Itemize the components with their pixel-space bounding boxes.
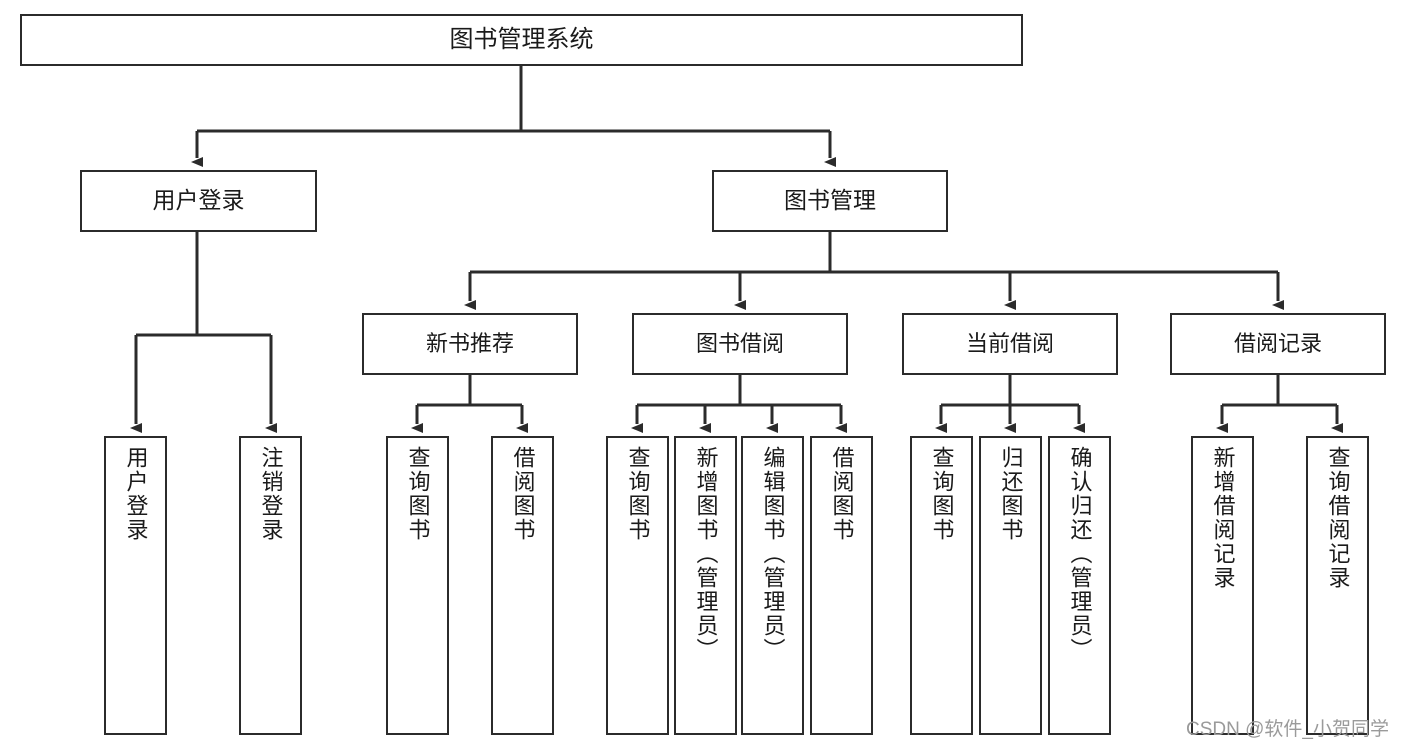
node-borrow-record[interactable]: 借阅记录 <box>1170 313 1386 375</box>
node-leaf-borrow-record-query[interactable]: 查询借阅记录 <box>1306 436 1369 735</box>
node-current-borrow[interactable]: 当前借阅 <box>902 313 1118 375</box>
node-label: 图书借阅 <box>695 331 784 357</box>
node-new-book-recommend[interactable]: 新书推荐 <box>362 313 578 375</box>
node-root-book-management-system[interactable]: 图书管理系统 <box>20 14 1023 66</box>
node-book-management[interactable]: 图书管理 <box>712 170 948 232</box>
node-label: 用户登录 <box>123 446 149 542</box>
node-leaf-user-login-login[interactable]: 用户登录 <box>104 436 167 735</box>
node-label: 归还图书 <box>998 446 1024 542</box>
node-book-borrow[interactable]: 图书借阅 <box>632 313 848 375</box>
node-label: 查询图书 <box>405 446 431 542</box>
node-leaf-book-borrow-edit-admin[interactable]: 编辑图书（管理员） <box>741 436 804 735</box>
node-label: 查询图书 <box>625 446 651 542</box>
node-label: 当前借阅 <box>965 331 1054 357</box>
node-label: 新书推荐 <box>425 331 514 357</box>
node-leaf-current-borrow-return[interactable]: 归还图书 <box>979 436 1042 735</box>
node-user-login[interactable]: 用户登录 <box>80 170 317 232</box>
node-label: 借阅图书 <box>510 446 536 542</box>
node-label: 新增图书（管理员） <box>693 446 719 662</box>
node-label: 图书管理 <box>784 187 876 214</box>
node-label: 查询借阅记录 <box>1325 446 1351 590</box>
node-label: 用户登录 <box>152 187 245 214</box>
node-label: 确认归还（管理员） <box>1067 446 1093 662</box>
node-leaf-book-borrow-add-admin[interactable]: 新增图书（管理员） <box>674 436 737 735</box>
node-leaf-book-borrow-query[interactable]: 查询图书 <box>606 436 669 735</box>
node-leaf-new-book-borrow[interactable]: 借阅图书 <box>491 436 554 735</box>
node-leaf-new-book-query[interactable]: 查询图书 <box>386 436 449 735</box>
node-label: 借阅记录 <box>1233 331 1322 357</box>
node-leaf-borrow-record-add[interactable]: 新增借阅记录 <box>1191 436 1254 735</box>
node-leaf-user-login-logout[interactable]: 注销登录 <box>239 436 302 735</box>
node-label: 查询图书 <box>929 446 955 542</box>
node-leaf-current-borrow-query[interactable]: 查询图书 <box>910 436 973 735</box>
node-label: 新增借阅记录 <box>1210 446 1236 590</box>
node-label: 图书管理系统 <box>449 25 594 53</box>
node-leaf-current-borrow-confirm-admin[interactable]: 确认归还（管理员） <box>1048 436 1111 735</box>
node-label: 借阅图书 <box>829 446 855 542</box>
node-label: 编辑图书（管理员） <box>760 446 786 662</box>
node-leaf-book-borrow-borrow[interactable]: 借阅图书 <box>810 436 873 735</box>
node-label: 注销登录 <box>258 446 284 542</box>
